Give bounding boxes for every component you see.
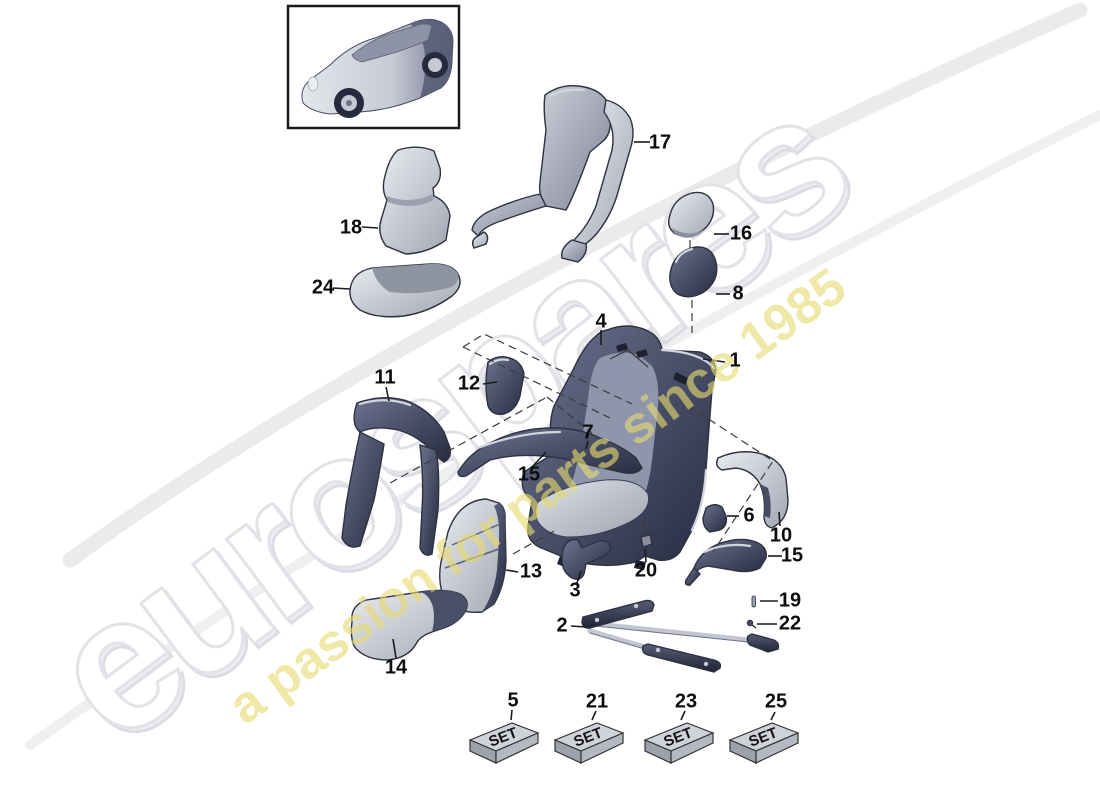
callout-11: 11 [374, 366, 396, 389]
watermark-brand: eurospares eurospares [11, 54, 887, 786]
car-rear-rim [428, 58, 442, 72]
part-14-seat-cushion [350, 589, 468, 661]
callout-5: 5 [507, 689, 519, 712]
callout-17: 17 [648, 131, 672, 154]
callout-8: 8 [732, 282, 744, 305]
callout-25: 25 [764, 690, 788, 713]
part-6-clip [702, 504, 728, 533]
part-11-side-trim [341, 397, 452, 556]
set-box-21: SET [553, 722, 625, 764]
part-13-backrest-cushion [439, 498, 507, 614]
callout-10: 10 [769, 524, 793, 547]
callout-3: 3 [569, 579, 581, 602]
part-10-side-shell [715, 451, 789, 529]
callout-24: 24 [311, 276, 335, 299]
part-8-headrest-pad-lower [669, 246, 718, 298]
callout-18: 18 [339, 216, 363, 239]
callout-22: 22 [778, 612, 802, 635]
callout-15-front: 15 [517, 463, 541, 486]
car-windows [351, 23, 433, 63]
callout-16: 16 [729, 222, 753, 245]
part-20-clip [640, 534, 653, 548]
part-19-pin [751, 595, 756, 608]
callout-1: 1 [729, 349, 741, 372]
leader-lines [332, 141, 782, 721]
part-22-screw [746, 619, 757, 629]
callout-7: 7 [582, 421, 594, 444]
callout-12: 12 [457, 372, 481, 395]
callout-21: 21 [585, 690, 609, 713]
callout-15-rear: 15 [780, 544, 804, 567]
set-box-5: SET [468, 722, 540, 764]
part-18-backrest-pad [379, 146, 451, 255]
car-front-hub [346, 100, 352, 106]
callout-20: 20 [634, 559, 658, 582]
callout-4: 4 [595, 310, 607, 333]
set-box-25: SET [728, 722, 800, 764]
part-15-armrest-rear [684, 538, 767, 586]
part-3-bracket [561, 538, 612, 581]
callout-2: 2 [556, 614, 568, 637]
callout-23: 23 [674, 690, 698, 713]
brand-watermark-text: eurospares [13, 56, 882, 781]
car-headlight [307, 76, 319, 92]
car-thumbnail [286, 4, 461, 130]
set-box-23: SET [643, 722, 715, 764]
callout-13: 13 [519, 560, 543, 583]
part-24-cushion-pad [349, 263, 461, 318]
part-16-headrest-pad-upper [667, 191, 715, 238]
dashed-reference-lines [389, 240, 774, 555]
part-17-backrest-frame [471, 85, 634, 263]
set-kit-boxes: SET SET SET SET [468, 722, 800, 764]
part-2-seat-frame [581, 599, 780, 673]
part-15-armrest-front [457, 427, 643, 478]
part-12-trim-strip [485, 355, 525, 416]
watermark-swoosh [25, 2, 1100, 750]
callout-6: 6 [743, 504, 755, 527]
callout-19: 19 [778, 589, 802, 612]
part-1-seat-shell [521, 325, 717, 570]
callout-14: 14 [384, 656, 408, 679]
